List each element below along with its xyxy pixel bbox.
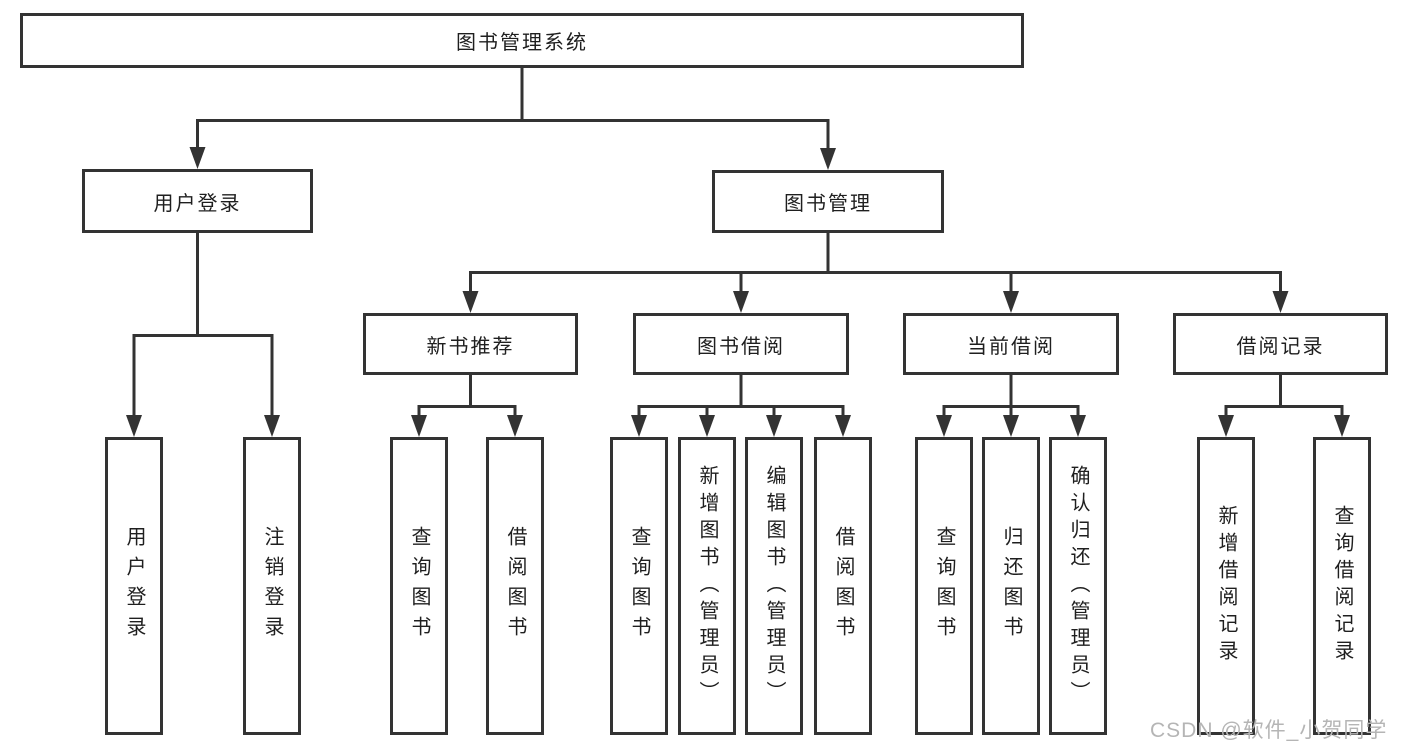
connector-book-management-to-level3 [462,233,1289,313]
leaf-borrow-query-books: 查询图书 [610,437,668,735]
leaf-recommend-query-books: 查询图书 [390,437,448,735]
leaf-borrow-add-books-admin-label: 新增图书（管理员） [696,464,718,708]
watermark: CSDN @软件_小贺同学 [1150,719,1388,742]
connector-recommend-to-leaves [411,375,523,437]
leaf-records-query-record: 查询借阅记录 [1313,437,1371,735]
leaf-borrow-edit-books-admin: 编辑图书（管理员） [745,437,803,735]
leaf-recommend-query-books-label: 查询图书 [408,526,430,646]
node-user-login-label: 用户登录 [153,192,242,215]
leaf-borrow-edit-books-admin-label: 编辑图书（管理员） [763,464,785,708]
leaf-records-add-record-label: 新增借阅记录 [1215,505,1237,667]
connector-records-to-leaves [1218,375,1350,437]
leaf-user-login-label: 用户登录 [123,526,145,646]
leaf-current-query-books: 查询图书 [915,437,973,735]
connector-user-login-to-leaves [126,233,280,437]
node-book-borrow-label: 图书借阅 [697,335,785,358]
leaf-current-confirm-return-admin-label: 确认归还（管理员） [1067,464,1089,708]
leaf-borrow-borrow-books-label: 借阅图书 [832,526,854,646]
node-book-management: 图书管理 [712,170,944,233]
leaf-recommend-borrow-books-label: 借阅图书 [504,526,526,646]
leaf-user-login: 用户登录 [105,437,163,735]
node-root: 图书管理系统 [20,13,1024,68]
node-new-book-recommend: 新书推荐 [363,313,578,375]
leaf-current-query-books-label: 查询图书 [933,526,955,646]
leaf-current-return-books: 归还图书 [982,437,1040,735]
leaf-logout-label: 注销登录 [261,526,283,646]
leaf-recommend-borrow-books: 借阅图书 [486,437,544,735]
leaf-records-query-record-label: 查询借阅记录 [1331,505,1353,667]
node-root-label: 图书管理系统 [456,32,588,54]
leaf-current-return-books-label: 归还图书 [1000,526,1022,646]
node-book-management-label: 图书管理 [784,193,872,215]
node-current-borrow: 当前借阅 [903,313,1119,375]
connector-current-to-leaves [936,375,1086,437]
node-borrow-records-label: 借阅记录 [1236,335,1325,358]
connector-root-to-level2 [189,68,836,170]
leaf-records-add-record: 新增借阅记录 [1197,437,1255,735]
leaf-borrow-borrow-books: 借阅图书 [814,437,872,735]
leaf-borrow-query-books-label: 查询图书 [628,526,650,646]
node-current-borrow-label: 当前借阅 [967,335,1055,358]
node-borrow-records: 借阅记录 [1173,313,1388,375]
node-user-login: 用户登录 [82,169,313,233]
node-new-book-recommend-label: 新书推荐 [426,335,515,358]
leaf-logout: 注销登录 [243,437,301,735]
leaf-borrow-add-books-admin: 新增图书（管理员） [678,437,736,735]
node-book-borrow: 图书借阅 [633,313,849,375]
leaf-current-confirm-return-admin: 确认归还（管理员） [1049,437,1107,735]
connector-borrow-to-leaves [631,375,851,437]
